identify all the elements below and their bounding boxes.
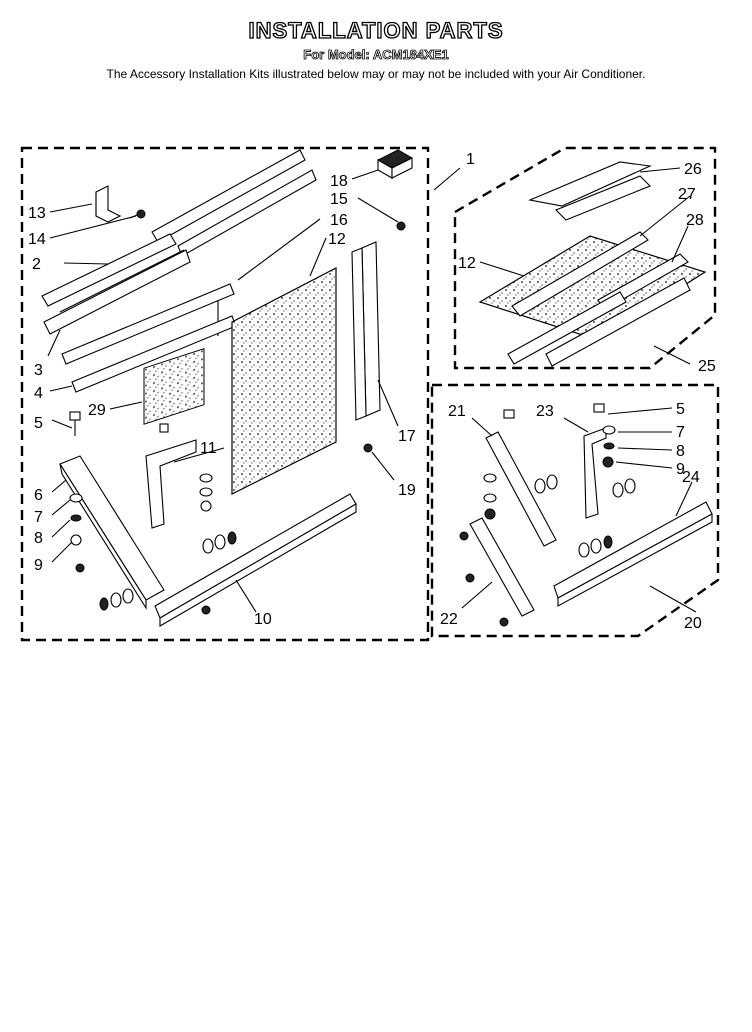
- callout-20: 20: [684, 615, 702, 632]
- part-12-panel: [231, 267, 337, 495]
- callout-6: 6: [34, 487, 43, 504]
- callout-10: 10: [254, 611, 272, 628]
- part-2-rail: [41, 233, 177, 307]
- callout-14: 14: [28, 231, 46, 248]
- callout-4: 4: [34, 385, 43, 402]
- part-25-rail: [507, 277, 691, 367]
- callout-16: 16: [330, 212, 348, 229]
- kit-frame-foam: [453, 146, 717, 370]
- callout-11: 11: [200, 440, 217, 457]
- part-10-hardware: [99, 588, 211, 615]
- callout-25: 25: [698, 358, 716, 375]
- callout-28: 28: [686, 212, 704, 229]
- callout-15: 15: [330, 191, 348, 208]
- part-22-arm: [459, 517, 535, 627]
- part-7-8-9-hardware: [69, 493, 85, 573]
- callout-23: 23: [536, 403, 554, 420]
- part-5-screw: [69, 411, 81, 436]
- callout-3: 3: [34, 362, 43, 379]
- part-18-block: [376, 149, 414, 179]
- callout-12-foam: 12: [458, 255, 476, 272]
- callout-5: 5: [34, 415, 43, 432]
- part-13-bracket: [95, 185, 122, 223]
- callout-9-right: 9: [676, 461, 685, 478]
- callout-7-right: 7: [676, 424, 685, 441]
- part-15-screw: [396, 221, 406, 231]
- part-top-rail: [151, 149, 317, 257]
- part-17-channel: [351, 241, 381, 421]
- callout-5-right: 5: [676, 401, 685, 418]
- part-21-arm: [485, 409, 557, 547]
- callout-8: 8: [34, 530, 43, 547]
- callout-26: 26: [684, 161, 702, 178]
- callout-2: 2: [32, 256, 41, 273]
- callout-18: 18: [330, 173, 348, 190]
- leader-lines: [47, 167, 697, 613]
- callout-13: 13: [28, 205, 46, 222]
- callout-9: 9: [34, 557, 43, 574]
- part-10-bar: [154, 493, 357, 627]
- callout-8-right: 8: [676, 443, 685, 460]
- callout-22: 22: [440, 611, 458, 628]
- page-title: INSTALLATION PARTS: [248, 17, 504, 43]
- part-20-24-bar: [553, 501, 713, 607]
- part-11-hardware: [199, 473, 237, 554]
- callout-21: 21: [448, 403, 466, 420]
- kit-frame-main: [20, 146, 430, 642]
- model-subtitle: For Model: ACM184XE1: [303, 47, 449, 63]
- kit-frame-brackets: [430, 383, 720, 638]
- callout-27: 27: [678, 186, 696, 203]
- kit-note: The Accessory Installation Kits illustra…: [106, 67, 646, 81]
- part-3-rail: [43, 249, 191, 335]
- part-29-foam: [143, 348, 205, 425]
- part-7-8-9-hardware-right: [483, 425, 636, 520]
- callout-19: 19: [398, 482, 416, 499]
- callout-7: 7: [34, 509, 43, 526]
- callout-17: 17: [398, 428, 416, 445]
- callout-1: 1: [466, 151, 475, 168]
- callout-24: 24: [682, 469, 700, 486]
- part-19-screw: [363, 443, 373, 453]
- part-26-seal: [528, 161, 652, 221]
- callout-29: 29: [88, 402, 106, 419]
- callout-12: 12: [328, 231, 346, 248]
- part-11-bracket: [145, 423, 197, 529]
